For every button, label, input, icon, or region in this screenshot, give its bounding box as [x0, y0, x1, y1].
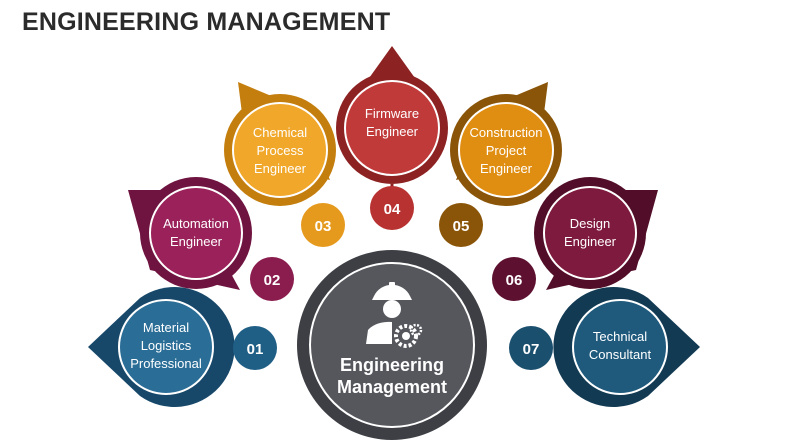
item-01-number-badge	[233, 326, 277, 370]
page-title: ENGINEERING MANAGEMENT	[22, 8, 391, 36]
item-01-circle	[118, 299, 214, 395]
item-05-label-line2: Project	[486, 143, 527, 158]
item-06-number-badge	[492, 257, 536, 301]
item-02-label-line1: Automation	[163, 216, 229, 231]
item-01-label-line2: Logistics	[141, 338, 192, 353]
item-03-number: 03	[315, 218, 332, 235]
item-04-label-line1: Firmware	[365, 106, 419, 121]
item-07-number-badge	[509, 326, 553, 370]
item-06: Design Engineer 06	[492, 177, 658, 301]
item-05-label-line1: Construction	[470, 125, 543, 140]
item-05-number: 05	[453, 218, 470, 235]
engineer-gear-icon	[366, 282, 423, 348]
item-02-number-badge	[250, 257, 294, 301]
center-label-line2: Management	[337, 377, 447, 397]
item-03-label-line2: Process	[257, 143, 304, 158]
item-01: Material Logistics Professional 01	[88, 287, 277, 408]
center-hub: Engineering Management	[297, 250, 487, 440]
item-06-number: 06	[506, 272, 523, 289]
item-07-number: 07	[523, 341, 540, 358]
item-02-label-line2: Engineer	[170, 234, 223, 249]
item-03-label-line3: Engineer	[254, 161, 307, 176]
item-01-label-line3: Professional	[130, 356, 202, 371]
item-03-label-line1: Chemical	[253, 125, 307, 140]
item-04-number: 04	[384, 201, 401, 218]
item-07-label-line1: Technical	[593, 329, 647, 344]
item-05-label-line3: Engineer	[480, 161, 533, 176]
item-06-label-line1: Design	[570, 216, 610, 231]
item-02: Automation Engineer 02	[128, 177, 294, 301]
item-03-number-badge	[301, 203, 345, 247]
item-07-label-line2: Consultant	[589, 347, 652, 362]
item-05-number-badge	[439, 203, 483, 247]
item-04: Firmware Engineer 04	[336, 46, 448, 230]
item-07-circle	[572, 299, 668, 395]
item-05: Construction Project Engineer 05	[439, 82, 562, 247]
item-04-number-badge	[370, 186, 414, 230]
item-03: Chemical Process Engineer 03	[224, 82, 345, 247]
item-01-number: 01	[247, 341, 264, 358]
item-06-label-line2: Engineer	[564, 234, 617, 249]
item-01-label-line1: Material	[143, 320, 189, 335]
center-label-line1: Engineering	[340, 355, 444, 375]
item-02-number: 02	[264, 272, 281, 289]
item-04-label-line2: Engineer	[366, 124, 419, 139]
item-07: Technical Consultant 07	[509, 287, 700, 408]
